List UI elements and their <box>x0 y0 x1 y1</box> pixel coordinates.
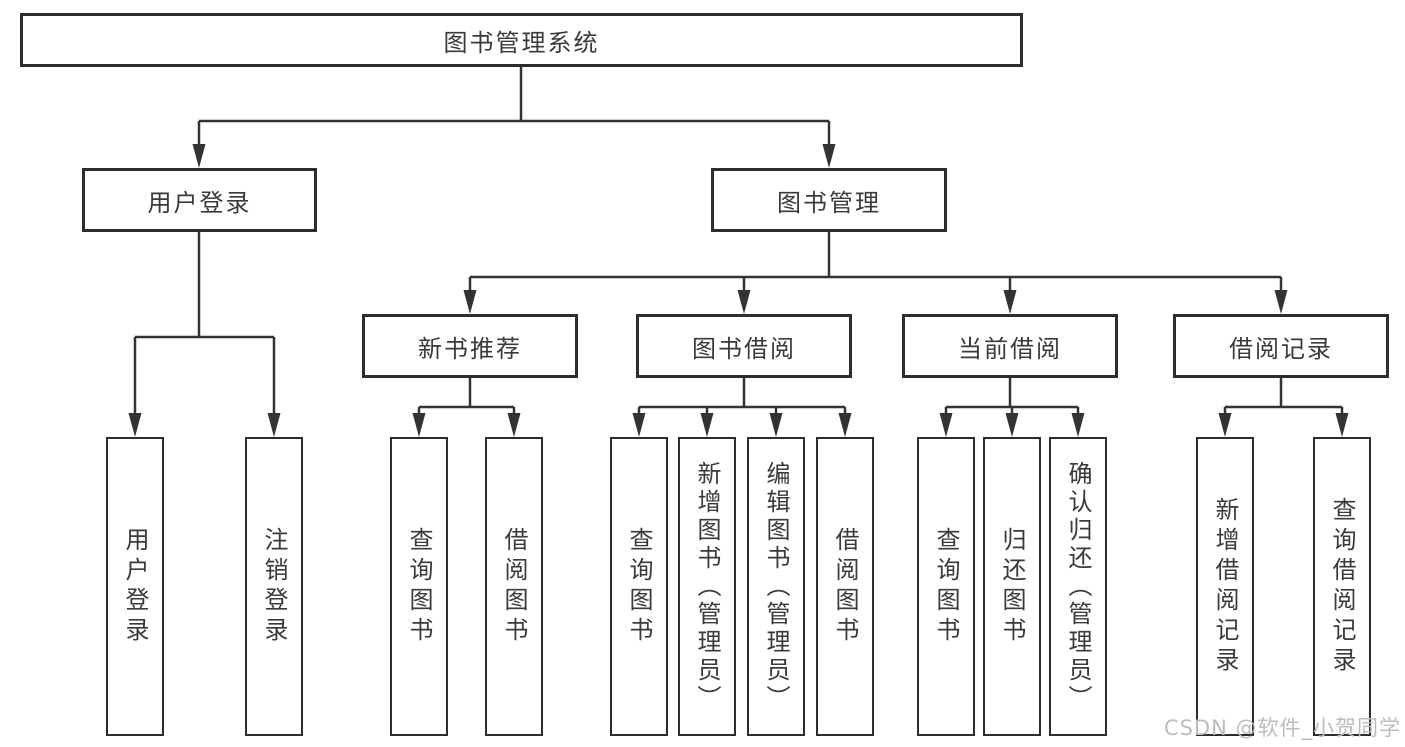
leaf-user-login: 用户登录 <box>106 437 164 736</box>
node-new-book-recommend: 新书推荐 <box>362 314 578 378</box>
leaf-borrow-edit-books-admin: 编辑图书（管理员） <box>747 437 805 736</box>
leaf-newbook-query-books: 查询图书 <box>390 437 448 736</box>
node-user-login: 用户登录 <box>82 168 317 232</box>
leaf-borrow-query-books: 查询图书 <box>610 437 668 736</box>
leaf-logout-login: 注销登录 <box>245 437 303 736</box>
node-root-library-management-system: 图书管理系统 <box>20 13 1023 67</box>
leaf-newbook-borrow-books: 借阅图书 <box>485 437 543 736</box>
leaf-current-query-books: 查询图书 <box>917 437 975 736</box>
leaf-records-add-borrow-record: 新增借阅记录 <box>1196 437 1254 736</box>
leaf-current-confirm-return-admin: 确认归还（管理员） <box>1049 437 1107 736</box>
csdn-watermark: CSDN @软件_小贺同学 <box>1163 716 1401 740</box>
node-current-borrow: 当前借阅 <box>902 314 1118 378</box>
leaf-records-query-borrow-record: 查询借阅记录 <box>1313 437 1371 736</box>
node-book-borrow: 图书借阅 <box>636 314 852 378</box>
leaf-borrow-borrow-books: 借阅图书 <box>816 437 874 736</box>
leaf-borrow-add-books-admin: 新增图书（管理员） <box>678 437 736 736</box>
node-borrow-records: 借阅记录 <box>1173 314 1389 378</box>
node-book-management: 图书管理 <box>711 168 947 232</box>
leaf-current-return-books: 归还图书 <box>983 437 1041 736</box>
